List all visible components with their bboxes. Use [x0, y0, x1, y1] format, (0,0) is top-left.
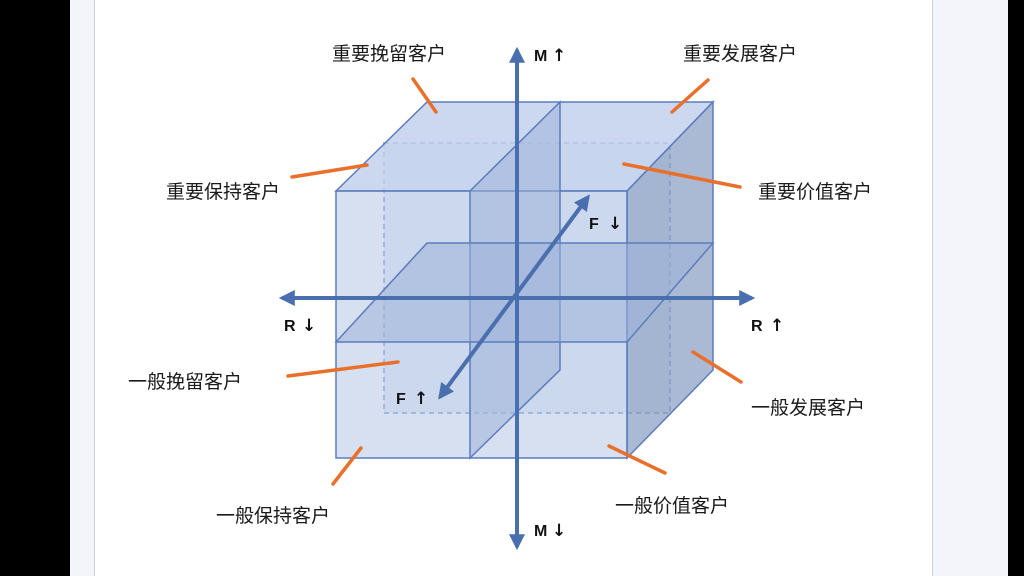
leader-general-retain [286, 360, 400, 378]
axis-label-f-back: F ↓ [589, 214, 622, 234]
up-arrow-icon: ↑ [552, 46, 566, 66]
label-important-retain: 重要挽留客户 [332, 43, 446, 65]
leader-important-value [622, 162, 742, 189]
leader-lines [286, 77, 743, 486]
axis-label-m-down: M ↓ [534, 521, 566, 541]
up-arrow-icon: ↑ [770, 316, 784, 336]
label-important-develop: 重要发展客户 [683, 43, 797, 65]
leader-important-develop [670, 78, 710, 114]
label-general-value: 一般价值客户 [615, 495, 729, 517]
leader-important-keep [290, 163, 369, 179]
axis-letter-f-back: F [589, 216, 599, 233]
label-important-value: 重要价值客户 [758, 181, 872, 203]
leader-important-retain [411, 77, 438, 114]
down-arrow-icon: ↓ [552, 521, 566, 541]
leader-general-value [607, 444, 667, 475]
axis-label-m-up: M ↑ [534, 46, 566, 66]
label-general-retain: 一般挽留客户 [128, 371, 242, 393]
down-arrow-icon: ↓ [302, 316, 316, 336]
f-axis [438, 194, 590, 400]
axis-letter-r-left: R [284, 318, 296, 335]
label-important-keep: 重要保持客户 [166, 181, 280, 203]
down-arrow-icon: ↓ [608, 214, 622, 234]
axis-label-r-right: R ↑ [751, 316, 784, 336]
axis-letter-m-down: M [534, 523, 547, 540]
leader-general-keep [331, 446, 363, 486]
leader-general-develop [691, 350, 743, 384]
label-general-keep: 一般保持客户 [216, 505, 330, 527]
label-general-develop: 一般发展客户 [751, 397, 865, 419]
axis-letter-m-up: M [534, 48, 547, 65]
up-arrow-icon: ↑ [414, 389, 428, 409]
axis-letter-f-front: F [396, 391, 406, 408]
axis-label-f-front: F ↑ [396, 389, 428, 409]
axis-letter-r-right: R [751, 318, 763, 335]
axis-label-r-left: R ↓ [284, 316, 316, 336]
